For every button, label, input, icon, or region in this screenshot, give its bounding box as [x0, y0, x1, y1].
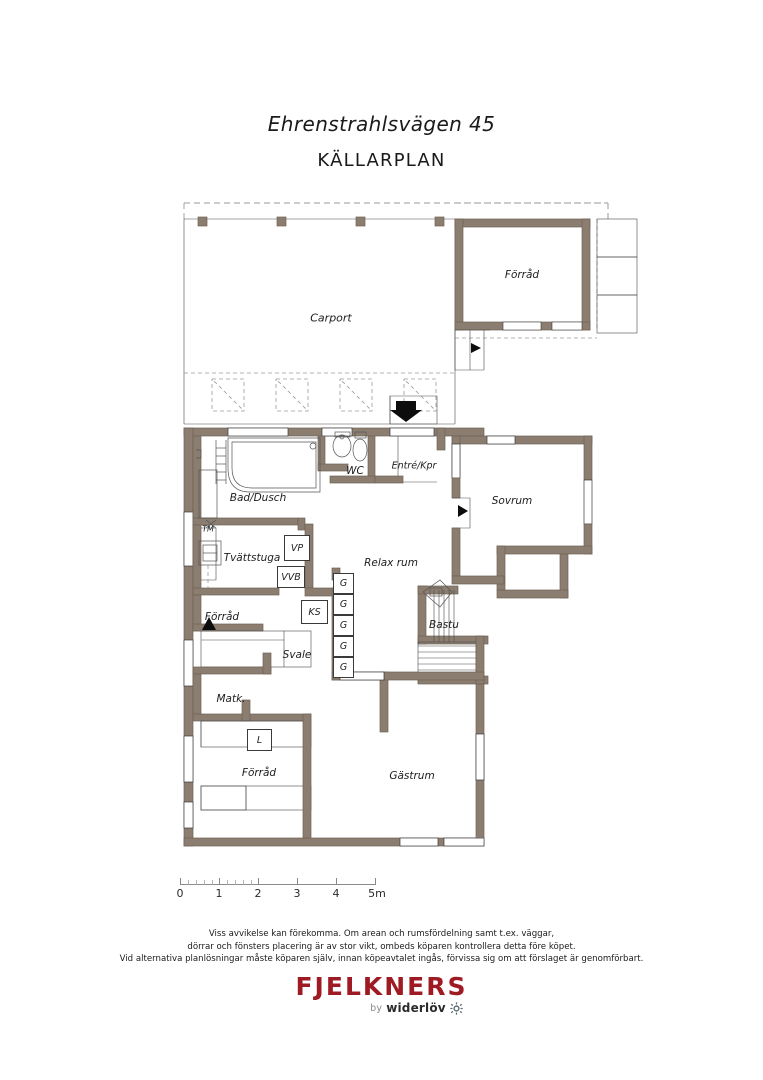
sovrum-structure: [451, 435, 593, 599]
forrad-top-structure: [454, 202, 638, 371]
disclaimer-line-2: dörrar och fönsters placering är av stor…: [187, 941, 576, 952]
logo-by-text: by: [370, 1002, 383, 1014]
scale-tick-1: 1: [215, 887, 223, 900]
scale-bar-axis: [180, 876, 380, 886]
logo-byline: by widerlöv: [0, 1001, 763, 1015]
plan-subtitle: KÄLLARPLAN: [317, 150, 446, 171]
brand-logo: FJELKNERS by widerlöv: [0, 972, 763, 1016]
bath-wc-entry: [192, 427, 446, 531]
scale-bar-labels: 0 1 2 3 4 5m: [176, 887, 386, 901]
page-title: Ehrenstrahlsvägen 45: [267, 112, 496, 136]
scale-bar: 0 1 2 3 4 5m: [176, 876, 386, 901]
scale-tick-0: 0: [176, 887, 184, 900]
disclaimer-line-3: Vid alternativa planlösningar måste köpa…: [119, 954, 644, 965]
logo-fjelkners: FJELKNERS: [295, 972, 468, 1001]
disclaimer-text: Viss avvikelse kan förekomma. Om arean o…: [0, 928, 763, 966]
relax-bastu-structure: [304, 523, 489, 685]
scale-tick-5: 5m: [368, 887, 386, 900]
disclaimer-line-1: Viss avvikelse kan förekomma. Om arean o…: [208, 929, 555, 939]
title-block: Ehrenstrahlsvägen 45 KÄLLARPLAN: [0, 112, 763, 171]
logo-widerlov-text: widerlöv: [386, 1001, 446, 1015]
scale-tick-4: 4: [332, 887, 340, 900]
scale-tick-2: 2: [254, 887, 262, 900]
gastrum-structure: [339, 671, 485, 839]
carport-outline: [183, 202, 609, 425]
left-rooms-structure: [192, 519, 389, 839]
scale-tick-3: 3: [293, 887, 301, 900]
gear-icon: [450, 1001, 463, 1015]
